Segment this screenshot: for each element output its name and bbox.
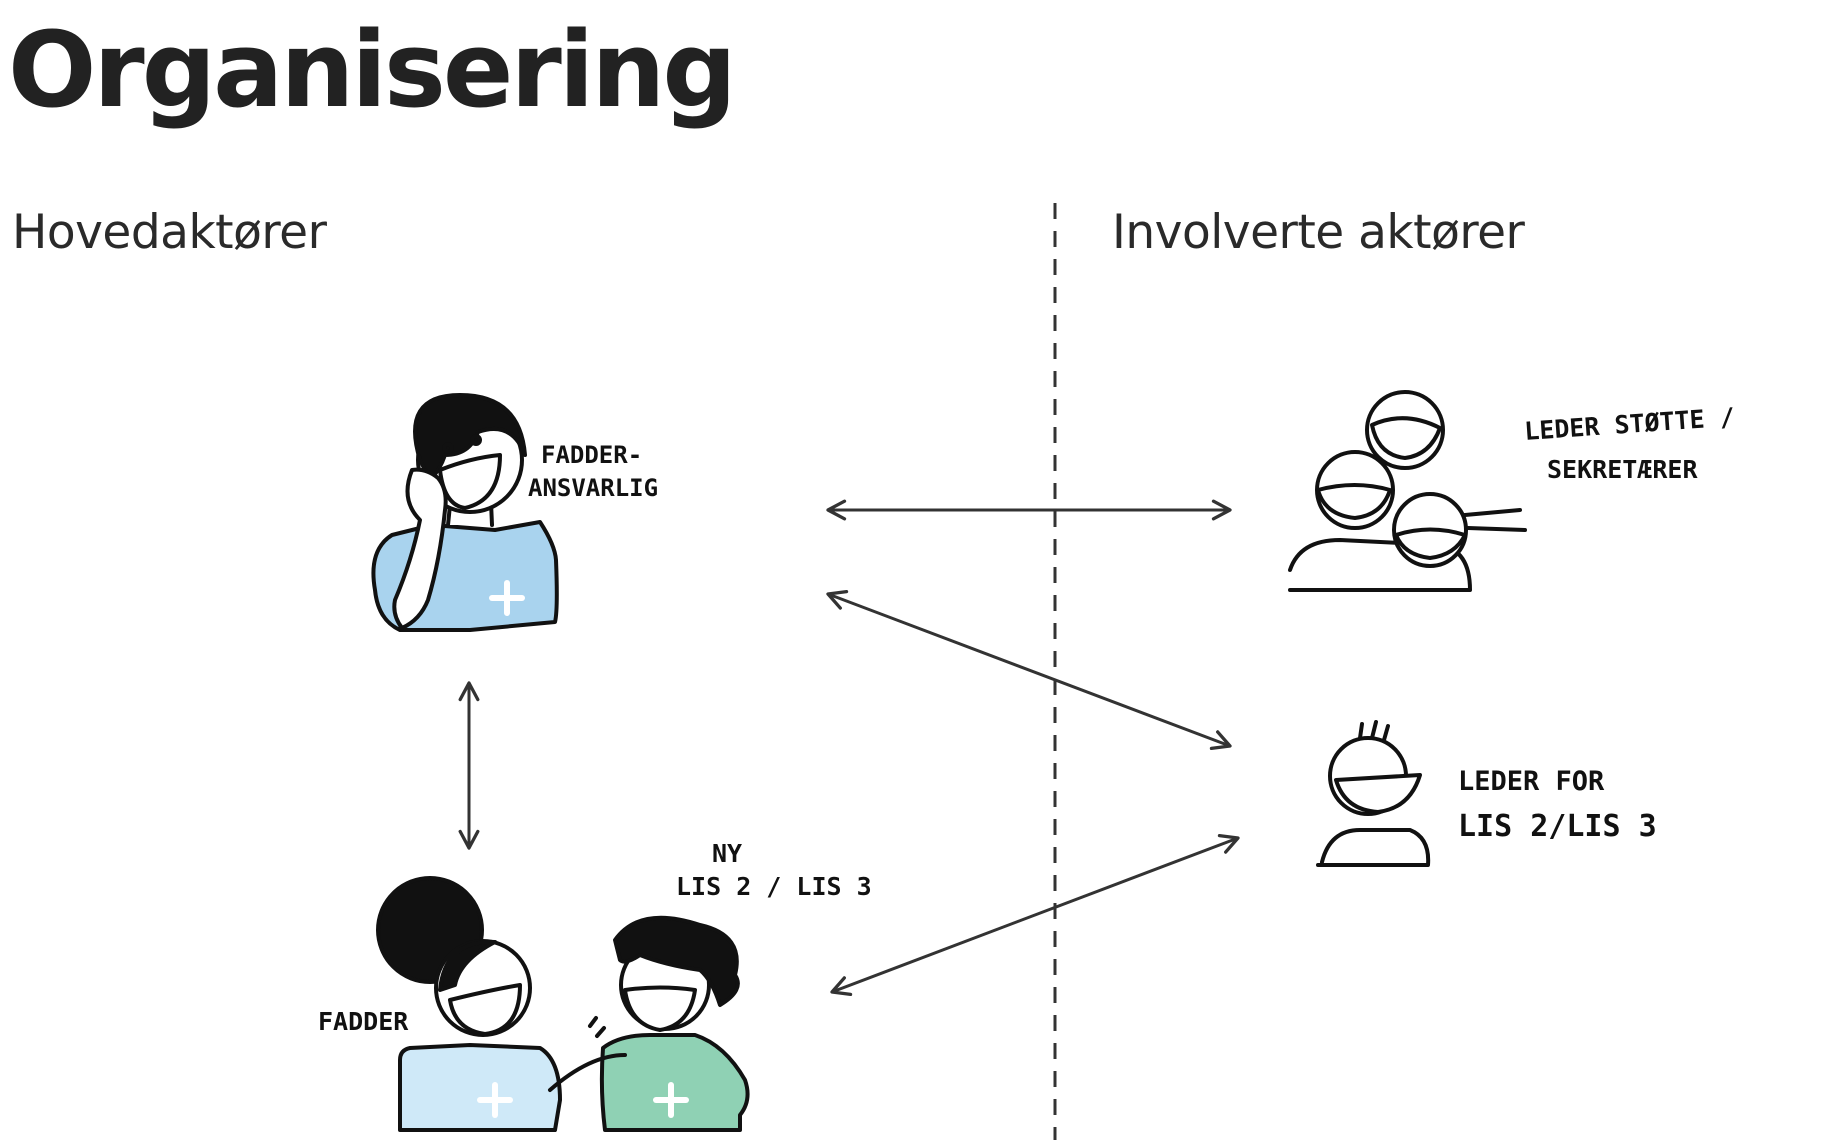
label-leder-stotte-line2: SEKRETÆRER xyxy=(1547,455,1698,484)
ny-lis-figure xyxy=(548,915,750,1132)
label-leder-lis-line2: LIS 2/LIS 3 xyxy=(1458,809,1657,844)
leder-stotte-figure xyxy=(1288,390,1527,592)
section-heading-main-actors: Hovedaktører xyxy=(12,205,327,260)
arrow-fadderansvarlig-leder-lis xyxy=(826,589,1232,751)
label-leder-lis-line1: LEDER FOR xyxy=(1458,766,1605,797)
fadder-figure xyxy=(376,876,562,1132)
label-fadderansvarlig-line2: ANSVARLIG xyxy=(528,474,658,502)
page-title: Organisering xyxy=(8,9,737,131)
label-fadder: FADDER xyxy=(318,1007,409,1036)
label-leder-stotte-line1: LEDER STØTTE / xyxy=(1523,402,1735,446)
label-fadderansvarlig-line1: FADDER- xyxy=(541,441,642,469)
label-ny-lis-line2: LIS 2 / LIS 3 xyxy=(676,872,872,901)
plus-icon xyxy=(477,1082,513,1118)
fadderansvarlig-figure xyxy=(371,393,559,632)
arrow-fadder-leder-lis xyxy=(830,833,1240,997)
section-heading-involved-actors: Involverte aktører xyxy=(1112,205,1525,260)
leder-lis-figure xyxy=(1316,720,1431,867)
label-ny-lis-line1: NY xyxy=(712,839,742,868)
plus-icon xyxy=(653,1082,689,1118)
plus-icon xyxy=(489,580,525,616)
